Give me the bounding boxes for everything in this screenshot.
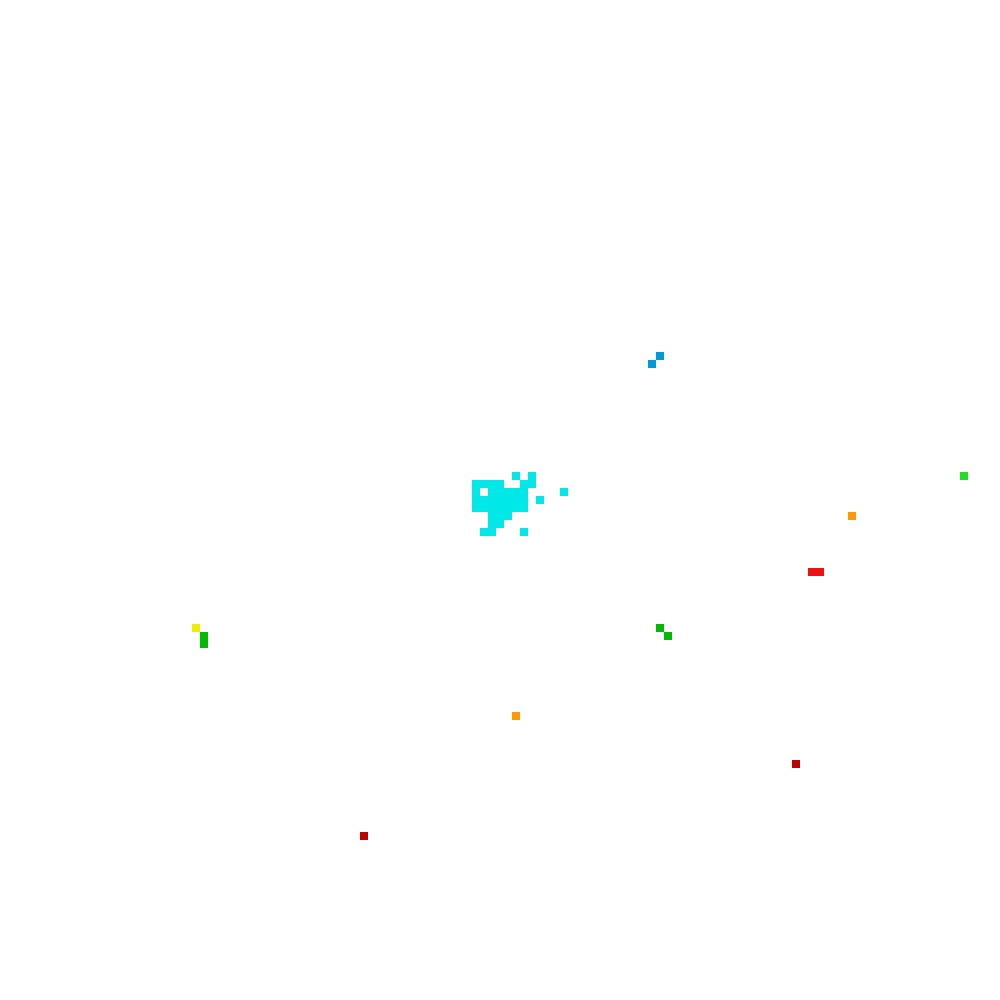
player-cell: [472, 488, 480, 496]
player-cell: [528, 472, 536, 480]
pellet-cell: [848, 512, 856, 520]
food-pellet: [360, 832, 368, 840]
player-cell: [488, 488, 496, 496]
pellet-cell: [960, 472, 968, 480]
player-cell: [504, 504, 512, 512]
player-cell: [496, 496, 504, 504]
player-cell: [480, 496, 488, 504]
pellet-cell: [648, 360, 656, 368]
pellet-cell: [792, 760, 800, 768]
pellet-cell: [808, 568, 816, 576]
food-pellet: [512, 712, 520, 720]
pellet-cell: [200, 640, 208, 648]
player-cell: [520, 504, 528, 512]
player-cell: [520, 480, 528, 488]
player-cell: [488, 496, 496, 504]
pellet-cell: [656, 624, 664, 632]
player-cell: [512, 472, 520, 480]
player-cell: [496, 480, 504, 488]
player-cell: [512, 496, 520, 504]
player-cell: [496, 504, 504, 512]
player-cell: [480, 504, 488, 512]
player-cell: [496, 512, 504, 520]
player-cell: [488, 520, 496, 528]
player-cell: [488, 528, 496, 536]
pellet-cell: [200, 632, 208, 640]
food-pellet: [200, 632, 208, 648]
pellet-cell: [512, 712, 520, 720]
player-cell: [480, 480, 488, 488]
player-cell: [520, 496, 528, 504]
player-cell: [536, 496, 544, 504]
player-cell: [488, 480, 496, 488]
pellet-cell: [656, 352, 664, 360]
food-pellet: [808, 568, 824, 576]
food-pellet: [648, 352, 664, 368]
player-cell: [504, 488, 512, 496]
player-cell: [472, 480, 480, 488]
pellet-cell: [360, 832, 368, 840]
player-cell: [496, 488, 504, 496]
player-cell: [504, 496, 512, 504]
pellet-cell: [816, 568, 824, 576]
player-cell: [472, 496, 480, 504]
food-pellet: [656, 624, 672, 640]
pellet-cell: [192, 624, 200, 632]
food-pellet: [848, 512, 856, 520]
player-blob: [472, 472, 568, 536]
player-cell: [488, 504, 496, 512]
player-cell: [504, 512, 512, 520]
player-cell: [560, 488, 568, 496]
pellet-cell: [664, 632, 672, 640]
player-cell: [528, 480, 536, 488]
player-cell: [472, 504, 480, 512]
player-cell: [512, 488, 520, 496]
player-cell: [520, 488, 528, 496]
player-cell: [520, 528, 528, 536]
pellet-layer: [192, 352, 968, 840]
food-pellet: [792, 760, 800, 768]
player-cell: [488, 512, 496, 520]
food-pellet: [192, 624, 200, 632]
player-cell: [480, 528, 488, 536]
player-cell: [512, 504, 520, 512]
player-cell: [496, 520, 504, 528]
food-pellet: [960, 472, 968, 480]
